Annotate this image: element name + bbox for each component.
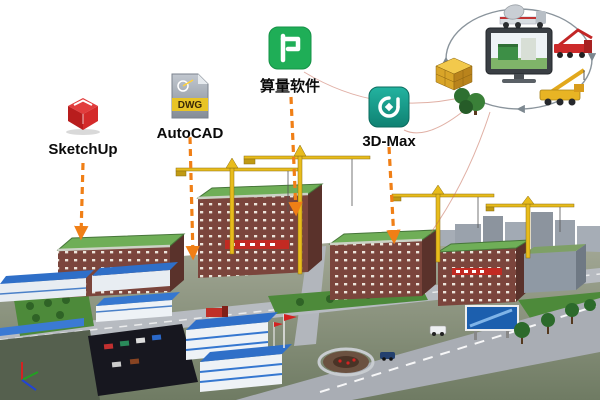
tower-crane-4 — [485, 195, 575, 259]
flagpole — [273, 314, 297, 348]
arrow-3dmax — [386, 146, 401, 245]
arrow-sketchup — [74, 162, 89, 241]
site-office-row-2 — [92, 262, 178, 292]
sketchup-icon — [66, 98, 100, 135]
vehicle-car-dark — [380, 352, 395, 361]
trees-right — [514, 299, 596, 344]
tool-3dmax: 3D-Max — [344, 86, 434, 150]
building-under-construction-2 — [196, 183, 324, 278]
roundabout — [317, 347, 375, 377]
tool-quantity-software: 算量软件 — [245, 26, 335, 96]
brick-pallet-icon — [435, 57, 473, 91]
dwg-badge-text: DWG — [178, 100, 203, 111]
site-office-row-3 — [95, 292, 180, 322]
pump-truck-icon — [554, 28, 593, 58]
3ds-max-icon — [368, 86, 410, 128]
arrow-autocad — [185, 136, 200, 261]
concrete-mixer-truck-icon — [499, 4, 546, 28]
tool-label-autocad: AutoCAD — [156, 125, 224, 142]
axis-gizmo — [21, 362, 39, 391]
site-trees-icon — [454, 88, 485, 115]
computer-monitor-icon — [485, 27, 553, 83]
perimeter-fence — [0, 318, 84, 336]
red-banner — [452, 268, 502, 275]
tool-sketchup: SketchUp — [38, 90, 128, 158]
site-office-row-1 — [0, 270, 94, 302]
site-office-lower-2 — [199, 344, 292, 392]
vehicle-van-white — [429, 325, 447, 336]
arrow-quantity — [288, 96, 303, 217]
tool-label-3dmax: 3D-Max — [362, 133, 416, 150]
quantity-takeoff-software-icon — [268, 26, 312, 70]
building-5 — [524, 244, 586, 293]
mobile-crane-icon — [539, 68, 586, 106]
parking-lot — [88, 324, 198, 396]
vehicle-truck-red — [206, 306, 228, 317]
dwg-file-icon: DWG — [171, 73, 209, 119]
building-under-construction-3 — [328, 229, 438, 300]
tool-label-quantity: 算量软件 — [259, 78, 320, 95]
billboard — [465, 305, 519, 340]
tool-autocad: DWG AutoCAD — [145, 72, 235, 142]
workflow-cycle — [435, 4, 597, 115]
software-arrows — [74, 96, 401, 261]
tool-label-sketchup: SketchUp — [48, 141, 118, 158]
